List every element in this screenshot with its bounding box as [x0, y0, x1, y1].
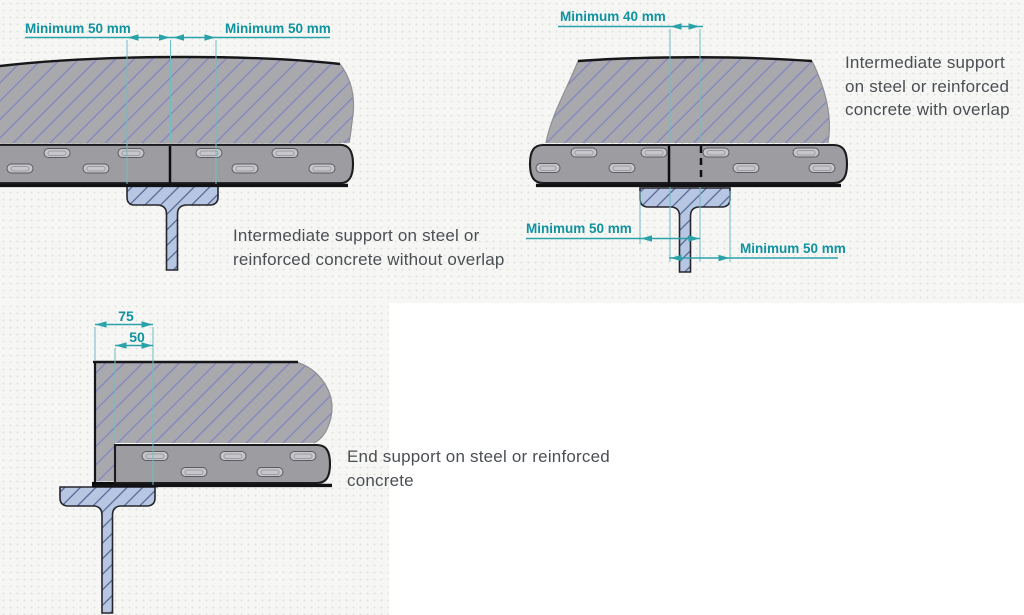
slab-cut-edge [339, 63, 355, 144]
arrow-left-icon [115, 342, 127, 349]
beam-hatch [59, 486, 156, 614]
steel-decking [0, 143, 355, 188]
steel-beam [639, 187, 731, 273]
dimensions: 75 50 [94, 308, 154, 485]
steel-beam [126, 185, 219, 271]
steel-beam [59, 486, 156, 614]
caption-line: concrete [347, 470, 414, 490]
caption-intermediate-no-overlap: Intermediate support on steel or reinfor… [233, 224, 505, 271]
arrow-left-icon [670, 254, 682, 262]
beam-hatch [639, 187, 731, 273]
dim-label-right: Minimum 50 mm [740, 241, 846, 256]
extension-lines [94, 327, 154, 485]
arrow-left-icon [173, 34, 184, 41]
dimension-arrows [127, 34, 216, 41]
slab-cut-edges [545, 60, 831, 144]
caption-intermediate-with-overlap: Intermediate support on steel or reinfor… [845, 51, 1010, 122]
concrete-slab [0, 55, 355, 144]
arrow-right-icon [141, 321, 153, 328]
arrow-left-icon [670, 23, 682, 30]
extension-lines [126, 40, 217, 184]
slab-hatch [546, 57, 830, 143]
dim-label-overlap: Minimum 40 mm [560, 9, 666, 24]
concrete-slab [93, 360, 333, 482]
caption-line: reinforced concrete without overlap [233, 249, 505, 269]
deck-fill [113, 443, 332, 485]
deck-outline [0, 143, 355, 185]
dim-label-left: Minimum 50 mm [25, 21, 131, 36]
arrow-right-icon [718, 254, 730, 262]
caption-line: End support on steel or reinforced [347, 447, 610, 466]
arrow-right-icon [204, 34, 216, 41]
diagram-intermediate-with-overlap: Minimum 40 mm Minimum 50 mm Minimum 50 m… [526, 9, 849, 273]
beam-hatch [126, 185, 219, 271]
dimension-arrows [95, 321, 153, 349]
dim-label-inner: 50 [129, 329, 145, 345]
arrow-left-icon [95, 321, 107, 328]
caption-line: on steel or reinforced [845, 76, 1010, 96]
caption-line: concrete with overlap [845, 100, 1010, 119]
slab-hatch [95, 362, 332, 481]
arrow-right-icon [141, 342, 153, 349]
caption-end-support: End support on steel or reinforced concr… [347, 445, 610, 492]
deck-embossment-details [10, 150, 332, 172]
concrete-slab [545, 56, 831, 144]
slab-top-line [0, 55, 341, 68]
slab-hatch [0, 57, 354, 143]
diagram-intermediate-no-overlap: Minimum 50 mm Minimum 50 mm [0, 21, 355, 271]
dim-label-right: Minimum 50 mm [225, 21, 331, 36]
arrow-left-icon [641, 235, 652, 242]
diagram-end-support: 75 50 [59, 308, 333, 614]
slab-cut-edge [295, 361, 333, 444]
arrow-left-icon [127, 34, 139, 41]
arrow-right-icon [688, 235, 700, 242]
caption-line: Intermediate support [845, 53, 1005, 72]
deck-embossment-details [539, 150, 832, 171]
dimension-arrows [641, 23, 730, 262]
dim-label-outer: 75 [118, 308, 134, 324]
deck-embossment-details [145, 453, 313, 475]
dimensions: Minimum 50 mm Minimum 50 mm [25, 21, 331, 184]
steel-decking [95, 443, 332, 488]
dim-label-left: Minimum 50 mm [526, 221, 632, 236]
caption-line: Intermediate support on steel or [233, 226, 480, 245]
deck-fill [528, 143, 849, 185]
arrow-right-icon [688, 23, 700, 30]
extension-lines [639, 29, 731, 262]
slab-top-line [577, 56, 813, 63]
dimensions: Minimum 40 mm Minimum 50 mm Minimum 50 m… [526, 9, 846, 262]
arrow-right-icon [159, 34, 170, 41]
steel-decking [528, 143, 849, 188]
